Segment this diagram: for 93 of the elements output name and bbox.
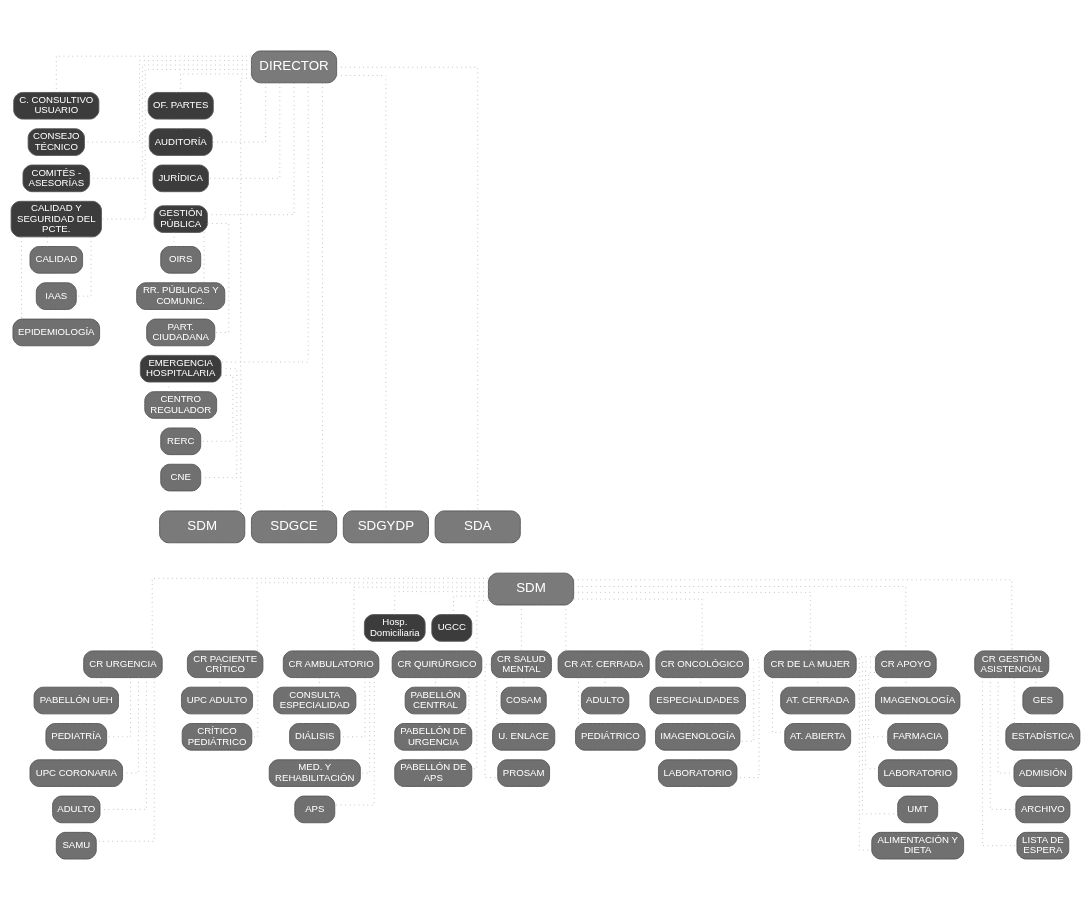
node-box: OIRS — [160, 246, 202, 274]
node-box: PEDIÁTRICO — [575, 723, 646, 751]
connector — [739, 668, 755, 742]
node-box: CNE — [160, 463, 202, 492]
node-box: CR URGENCIA — [83, 650, 163, 678]
node-box: RERC — [160, 427, 202, 456]
node-box: PABELLÓN UEH — [33, 686, 119, 715]
node-box: SDM — [488, 572, 575, 606]
node-box: IMAGENOLOGÍA — [655, 723, 741, 751]
connector — [207, 82, 295, 216]
node-box: CR AMBULATORIO — [282, 650, 380, 678]
connector — [997, 677, 1015, 774]
node-box: ESPECIALIDADES — [649, 686, 746, 715]
connector — [468, 677, 470, 724]
connector — [353, 586, 489, 652]
node-box: GESTIÓN PÚBLICA — [153, 205, 208, 233]
connector — [84, 60, 252, 143]
connector — [151, 577, 489, 652]
node-box: CR AT. CERRADA — [557, 650, 650, 678]
node-box: SDM — [159, 510, 246, 544]
node-box: CALIDAD — [29, 246, 84, 274]
node-box: PART. CIUDADANA — [146, 318, 216, 347]
node-box: EMERGENCIA HOSPITALARIA — [139, 354, 222, 383]
connector — [858, 656, 876, 851]
node-box: OF. PARTES — [147, 92, 214, 120]
connector — [200, 374, 234, 442]
node-box: AT. CERRADA — [780, 686, 856, 715]
node-box: ESTADÍSTICA — [1005, 723, 1081, 751]
node-box: PABELLÓN CENTRAL — [404, 686, 467, 715]
node-box: AUDITORÍA — [148, 128, 213, 156]
node-box: IMAGENOLOGÍA — [875, 686, 961, 715]
node-box: CENTRO REGULADOR — [144, 391, 218, 419]
node-box: MED. Y REHABILITACIÓN — [268, 759, 361, 787]
node-box: JURÍDICA — [152, 164, 209, 193]
node-box: CR QUIRÚRGICO — [391, 650, 483, 678]
node-box: CALIDAD Y SEGURIDAD DEL PCTE. — [10, 200, 102, 238]
node-box: C. CONSULTIVO USUARIO — [13, 92, 100, 120]
connector — [573, 586, 907, 652]
node-box: UMT — [897, 795, 939, 824]
node-box: SDGYDP — [342, 510, 429, 544]
node-box: UPC CORONARIA — [29, 759, 124, 787]
node-box: Hosp. Domiciliaria — [363, 614, 426, 642]
node-box: FARMACIA — [887, 723, 949, 751]
node-box: DIÁLISIS — [289, 723, 341, 751]
node-box: CR APOYO — [875, 650, 937, 678]
node-box: U. ENLACE — [492, 723, 556, 751]
node-box: LISTA DE ESPERA — [1016, 831, 1070, 860]
connector — [207, 223, 230, 333]
connector — [484, 663, 498, 778]
node-box: COMITÉS - ASESORÍAS — [22, 164, 91, 193]
connector — [982, 677, 1018, 847]
node-box: EPIDEMIOLOGÍA — [12, 318, 101, 347]
connector — [99, 677, 147, 810]
connector — [336, 66, 479, 512]
connector — [200, 368, 238, 479]
connector — [360, 677, 371, 774]
node-box: PABELLÓN DE APS — [394, 759, 473, 787]
connector — [394, 591, 489, 615]
node-box: LABORATORIO — [878, 759, 958, 787]
node-box: AT. ABIERTA — [784, 723, 852, 751]
node-box: DIRECTOR — [251, 50, 338, 84]
connector — [989, 677, 1017, 810]
node-box: LABORATORIO — [658, 759, 738, 787]
node-box: SDGCE — [251, 510, 338, 544]
node-box: GES — [1022, 686, 1064, 715]
node-box: COSAM — [500, 686, 547, 715]
node-box: CRÍTICO PEDIÁTRICO — [181, 723, 253, 751]
node-box: PROSAM — [497, 759, 550, 787]
node-box: IAAS — [35, 282, 77, 310]
node-box: ADULTO — [52, 795, 101, 824]
node-box: ADMISIÓN — [1013, 759, 1073, 787]
connector — [256, 582, 489, 652]
node-box: RR. PÚBLICAS Y COMUNIC. — [136, 282, 226, 310]
node-box: SDA — [434, 510, 521, 544]
node-box: PEDIATRÍA — [45, 723, 108, 751]
node-box: CR SALUD MENTAL — [491, 650, 552, 678]
connector — [573, 579, 1013, 652]
node-box: CR PACIENTE CRÍTICO — [186, 650, 264, 678]
node-box: CR DE LA MUJER — [763, 650, 857, 678]
node-box: CR ONCOLÓGICO — [655, 650, 749, 678]
connector — [75, 236, 92, 297]
node-box: CONSULTA ESPECIALIDAD — [273, 686, 357, 715]
connector — [573, 591, 811, 652]
node-box: ALIMENTACIÓN Y DIETA — [871, 831, 965, 860]
node-box: ARCHIVO — [1015, 795, 1071, 824]
node-box: UGCC — [431, 614, 473, 642]
node-box: UPC ADULTO — [181, 686, 253, 715]
node-box: ADULTO — [580, 686, 630, 715]
node-box: SAMU — [55, 831, 97, 860]
node-box: APS — [294, 795, 336, 824]
node-box: PABELLÓN DE URGENCIA — [394, 723, 473, 751]
node-box: CR GESTIÓN ASISTENCIAL — [974, 650, 1050, 678]
node-box: CONSEJO TÉCNICO — [27, 128, 85, 156]
